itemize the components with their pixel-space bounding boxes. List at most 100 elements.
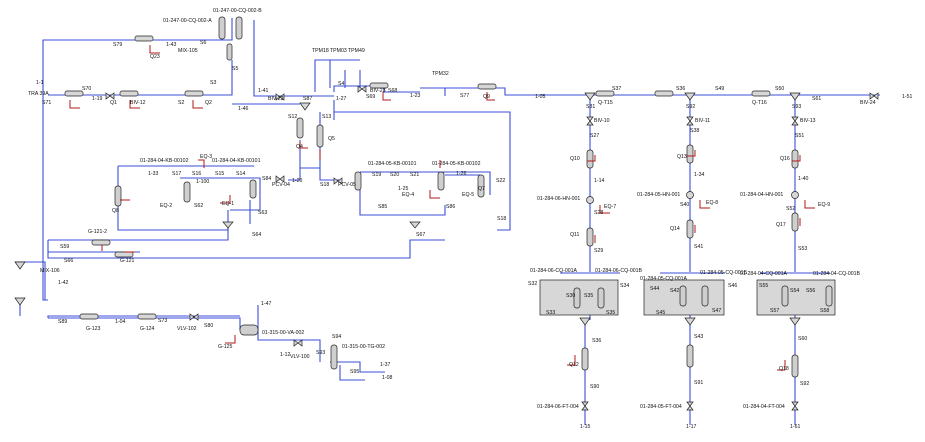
- label-s73: S73: [158, 318, 167, 324]
- valve-vlv102[interactable]: [189, 313, 199, 321]
- label-n142: 1-42: [58, 280, 68, 286]
- mixer-c2: [684, 317, 696, 326]
- valve-biv24[interactable]: [869, 92, 879, 100]
- label-biv13: BIV-13: [800, 118, 816, 124]
- label-n161: 1-61: [790, 424, 800, 430]
- label-s92: S92: [686, 104, 695, 110]
- mixer-c1: [579, 317, 591, 326]
- label-s37: S37: [612, 86, 621, 92]
- splitter-top: [299, 102, 311, 111]
- label-s87: S87: [303, 96, 312, 102]
- mixer-c3: [789, 317, 801, 326]
- valve-pcv04[interactable]: [275, 175, 285, 183]
- label-q7: Q7: [478, 186, 485, 192]
- label-s70: S70: [82, 86, 91, 92]
- vessel-q10: [586, 149, 594, 169]
- label-s20: S20: [390, 172, 399, 178]
- vessel-q13: [686, 144, 694, 164]
- label-biv10: BIV-10: [594, 118, 610, 124]
- label-eq8: EQ-8: [706, 200, 718, 206]
- valve-vlv100[interactable]: [293, 339, 303, 347]
- hx-hn04: [791, 191, 799, 199]
- valve-biv11[interactable]: [686, 116, 694, 126]
- splitter-c3: [789, 92, 801, 101]
- valve-ft04[interactable]: [791, 401, 799, 411]
- label-s61: S61: [812, 96, 821, 102]
- label-s93: S93: [316, 350, 325, 356]
- label-hn04: 01-284-04-HN-001: [740, 192, 783, 198]
- label-s95: S95: [350, 369, 359, 375]
- valve-biv23[interactable]: [357, 85, 367, 93]
- label-s62: S62: [194, 203, 203, 209]
- label-n117: 1-17: [686, 424, 696, 430]
- label-q5: Q5: [328, 136, 335, 142]
- label-cq06b: 01-284-06-CQ-001B: [595, 268, 643, 274]
- label-q14: Q14: [670, 226, 680, 232]
- label-s44: S44: [650, 286, 659, 292]
- label-kb105a: 01-284-05-KB-00101: [368, 161, 417, 167]
- label-cq002b: 01-247-00-CQ-002-B: [213, 8, 262, 14]
- vessel-cq04a: [781, 285, 789, 307]
- vessel-s85: [354, 171, 362, 191]
- label-n147: 1-47: [261, 301, 271, 307]
- vessel-q11: [586, 227, 594, 247]
- label-s57: S57: [770, 308, 779, 314]
- label-ft06: 01-284-06-FT-004: [537, 404, 579, 410]
- energy-streams: [69, 45, 815, 371]
- valve-ft06[interactable]: [581, 401, 589, 411]
- label-n137: 1-37: [380, 362, 390, 368]
- vessel-cq06b: [597, 287, 605, 309]
- label-s33: S33: [546, 310, 555, 316]
- label-tpm18: TPM18: [312, 48, 329, 54]
- valve-pcv05[interactable]: [333, 177, 343, 185]
- cooler-s68: [369, 82, 389, 89]
- label-biv22: BIV-22: [268, 96, 284, 102]
- vessel-cq06a: [573, 287, 581, 309]
- label-s31: S31: [586, 104, 595, 110]
- label-s47: S47: [712, 308, 721, 314]
- label-qt16: Q-T16: [752, 100, 767, 106]
- label-cq05a: 01-284-05-CQ-001A: [640, 276, 688, 282]
- label-va002: 01-315-00-VA-002: [262, 330, 304, 336]
- label-biv24: BIV-24: [860, 100, 876, 106]
- vessel-q17: [791, 212, 799, 232]
- label-s3: S3: [210, 80, 216, 86]
- label-eq4: EQ-4: [402, 192, 414, 198]
- label-n100: 1-100: [196, 179, 209, 185]
- labels: 01-247-00-CQ-002-A 01-247-00-CQ-002-B S7…: [28, 8, 912, 430]
- cooler-s38: [654, 90, 674, 97]
- label-s42: S42: [670, 288, 679, 294]
- label-n134: 1-34: [694, 172, 704, 178]
- label-q2: Q2: [205, 100, 212, 106]
- label-s35b: S35: [606, 310, 615, 316]
- label-hn05: 01-284-05-HN-001: [637, 192, 680, 198]
- label-n141: 1-41: [258, 88, 268, 94]
- valve-biv12[interactable]: [105, 92, 115, 100]
- label-s53: S53: [798, 246, 807, 252]
- label-n112: 1-12: [280, 352, 290, 358]
- vessel-cq04b: [825, 285, 833, 307]
- valve-biv13[interactable]: [791, 116, 799, 126]
- label-q23: Q23: [150, 54, 160, 60]
- vessel-q14: [686, 219, 694, 239]
- label-g121a: G-121-2: [88, 229, 107, 235]
- label-biv11: BIV-11: [695, 118, 710, 124]
- label-s5: S5: [232, 66, 238, 72]
- label-pcv04: PCV-04: [272, 182, 290, 188]
- label-s4: S4: [338, 81, 344, 87]
- cooler-qt16: [751, 90, 771, 97]
- label-s36b: S36: [592, 338, 601, 344]
- label-s69: S69: [366, 94, 375, 100]
- label-s84: S84: [262, 176, 271, 182]
- label-ft05: 01-284-05-FT-004: [640, 404, 682, 410]
- valve-biv10[interactable]: [586, 116, 594, 126]
- label-s14: S14: [236, 171, 245, 177]
- vessel-s11: [316, 124, 324, 148]
- label-mix106: MIX-106: [40, 268, 60, 274]
- label-n140: 1-40: [798, 176, 808, 182]
- valve-ft05[interactable]: [686, 401, 694, 411]
- cooler-g121b: [114, 251, 134, 258]
- label-s18b: S18: [320, 182, 329, 188]
- label-kb105b: 01-284-05-KB-00102: [432, 161, 481, 167]
- valve-biv22[interactable]: [275, 93, 285, 101]
